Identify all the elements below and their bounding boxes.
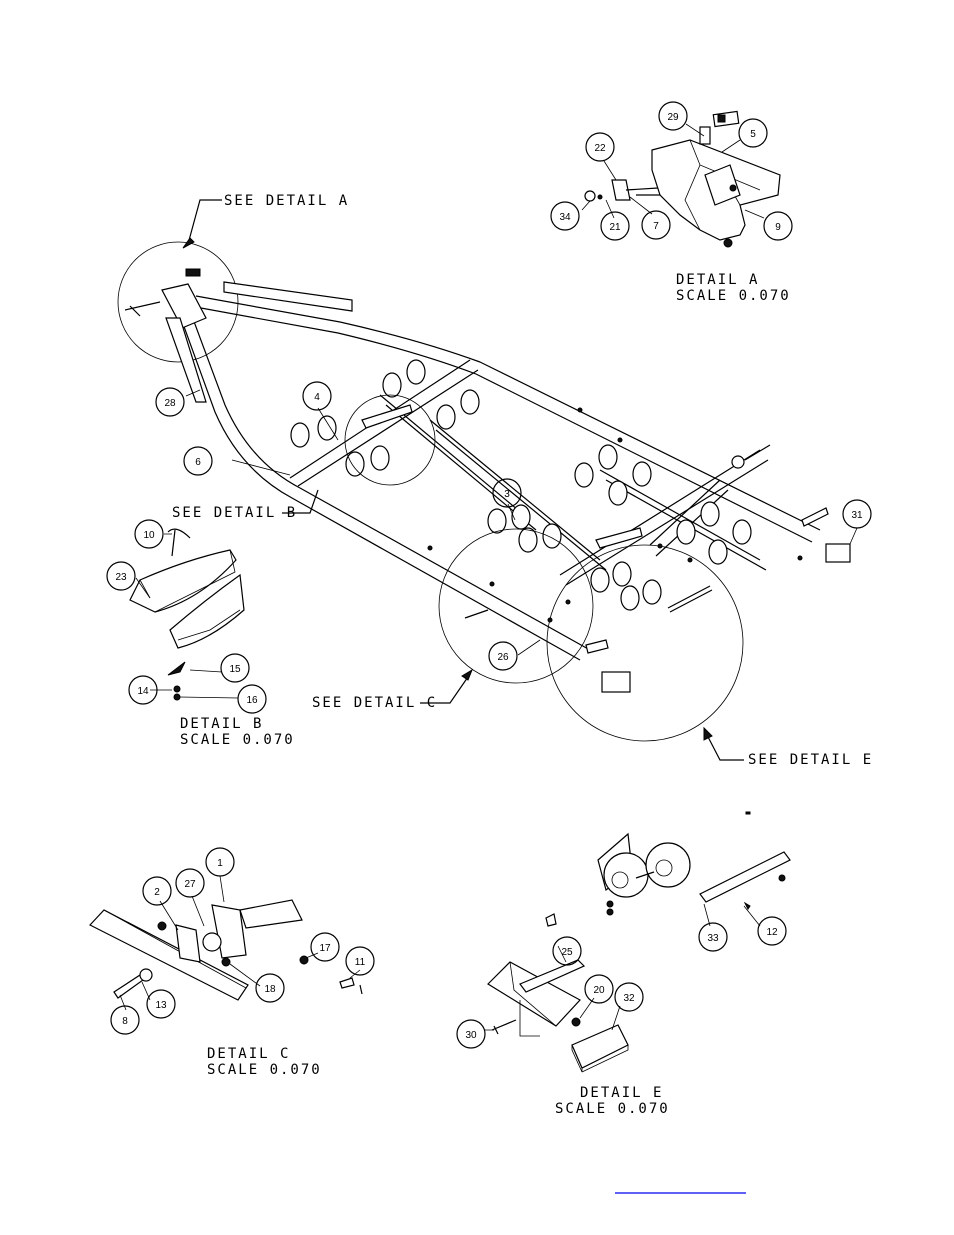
balloon-33: 33 bbox=[698, 922, 728, 952]
balloon-4: 4 bbox=[302, 381, 332, 411]
balloon-15: 15 bbox=[220, 653, 250, 683]
balloon-6-label: 6 bbox=[195, 457, 201, 468]
part-balloons: 29 5 22 34 21 7 9 28 4 6 3 31 10 23 15 1… bbox=[106, 101, 872, 1049]
balloon-23-label: 23 bbox=[115, 572, 127, 583]
balloon-14-label: 14 bbox=[137, 686, 149, 697]
balloon-33-label: 33 bbox=[707, 933, 719, 944]
detail-a-scale: SCALE 0.070 bbox=[676, 288, 791, 304]
balloon-7-label: 7 bbox=[653, 221, 659, 232]
balloon-27-label: 27 bbox=[184, 879, 196, 890]
balloon-13-label: 13 bbox=[155, 1000, 167, 1011]
balloon-8-label: 8 bbox=[122, 1016, 128, 1027]
balloon-26: 26 bbox=[488, 641, 518, 671]
balloon-21-label: 21 bbox=[609, 222, 621, 233]
balloon-7: 7 bbox=[641, 210, 671, 240]
balloon-18-label: 18 bbox=[264, 984, 276, 995]
balloon-2: 2 bbox=[142, 876, 172, 906]
balloon-34-label: 34 bbox=[559, 212, 571, 223]
balloon-17: 17 bbox=[310, 932, 340, 962]
balloon-20: 20 bbox=[584, 974, 614, 1004]
balloon-11-label: 11 bbox=[355, 957, 366, 968]
detail-c-scale: SCALE 0.070 bbox=[207, 1062, 322, 1078]
balloon-3: 3 bbox=[492, 478, 522, 508]
balloon-1: 1 bbox=[205, 847, 235, 877]
balloon-17-label: 17 bbox=[319, 943, 331, 954]
balloon-25-label: 25 bbox=[561, 947, 573, 958]
detail-a-artwork bbox=[581, 110, 781, 248]
balloon-5-label: 5 bbox=[750, 129, 756, 140]
balloon-25: 25 bbox=[552, 936, 582, 966]
balloon-28: 28 bbox=[155, 387, 185, 417]
balloon-29: 29 bbox=[658, 101, 688, 131]
detail-b-title: DETAIL B bbox=[180, 716, 263, 732]
balloon-15-label: 15 bbox=[229, 664, 241, 675]
detail-a-title: DETAIL A bbox=[676, 272, 759, 288]
balloon-16: 16 bbox=[237, 684, 267, 714]
detail-e-artwork bbox=[484, 811, 791, 1073]
balloon-2-label: 2 bbox=[154, 887, 160, 898]
balloon-12-label: 12 bbox=[766, 927, 778, 938]
balloon-29-label: 29 bbox=[667, 112, 679, 123]
trailer-frame-artwork bbox=[117, 241, 851, 742]
balloon-27: 27 bbox=[175, 868, 205, 898]
balloon-32: 32 bbox=[614, 982, 644, 1012]
balloon-4-label: 4 bbox=[314, 392, 320, 403]
balloon-13: 13 bbox=[146, 989, 176, 1019]
balloon-10: 10 bbox=[134, 519, 164, 549]
balloon-32-label: 32 bbox=[623, 993, 635, 1004]
balloon-30-label: 30 bbox=[465, 1030, 477, 1041]
detail-labels: SEE DETAIL A SEE DETAIL B SEE DETAIL C S… bbox=[172, 193, 873, 1117]
balloon-10-label: 10 bbox=[143, 530, 155, 541]
balloon-31-label: 31 bbox=[851, 510, 863, 521]
balloon-22: 22 bbox=[585, 132, 615, 162]
detail-c-artwork bbox=[89, 875, 363, 1011]
see-detail-c-callout: SEE DETAIL C bbox=[312, 695, 437, 711]
balloon-16-label: 16 bbox=[246, 695, 258, 706]
detail-e-title: DETAIL E bbox=[580, 1085, 663, 1101]
balloon-18: 18 bbox=[255, 973, 285, 1003]
see-detail-e-callout: SEE DETAIL E bbox=[748, 752, 873, 768]
balloon-12: 12 bbox=[757, 916, 787, 946]
balloon-9: 9 bbox=[763, 211, 793, 241]
balloon-8: 8 bbox=[110, 1005, 140, 1035]
balloon-31: 31 bbox=[842, 499, 872, 529]
balloon-9-label: 9 bbox=[775, 222, 781, 233]
balloon-11: 11 bbox=[345, 946, 375, 976]
see-detail-a-callout: SEE DETAIL A bbox=[224, 193, 349, 209]
balloon-6: 6 bbox=[183, 446, 213, 476]
balloon-34: 34 bbox=[550, 201, 580, 231]
balloon-5: 5 bbox=[738, 118, 768, 148]
detail-b-scale: SCALE 0.070 bbox=[180, 732, 295, 748]
detail-c-title: DETAIL C bbox=[207, 1046, 290, 1062]
detail-e-scale: SCALE 0.070 bbox=[555, 1101, 670, 1117]
balloon-26-label: 26 bbox=[497, 652, 509, 663]
balloon-14: 14 bbox=[128, 675, 158, 705]
balloon-1-label: 1 bbox=[217, 858, 223, 869]
see-detail-b-callout: SEE DETAIL B bbox=[172, 505, 297, 521]
callout-leaders bbox=[182, 199, 858, 761]
detail-b-artwork bbox=[129, 528, 245, 701]
balloon-3-label: 3 bbox=[504, 489, 510, 500]
balloon-21: 21 bbox=[600, 211, 630, 241]
balloon-23: 23 bbox=[106, 561, 136, 591]
balloon-20-label: 20 bbox=[593, 985, 605, 996]
balloon-22-label: 22 bbox=[594, 143, 606, 154]
balloon-30: 30 bbox=[456, 1019, 486, 1049]
balloon-28-label: 28 bbox=[164, 398, 176, 409]
